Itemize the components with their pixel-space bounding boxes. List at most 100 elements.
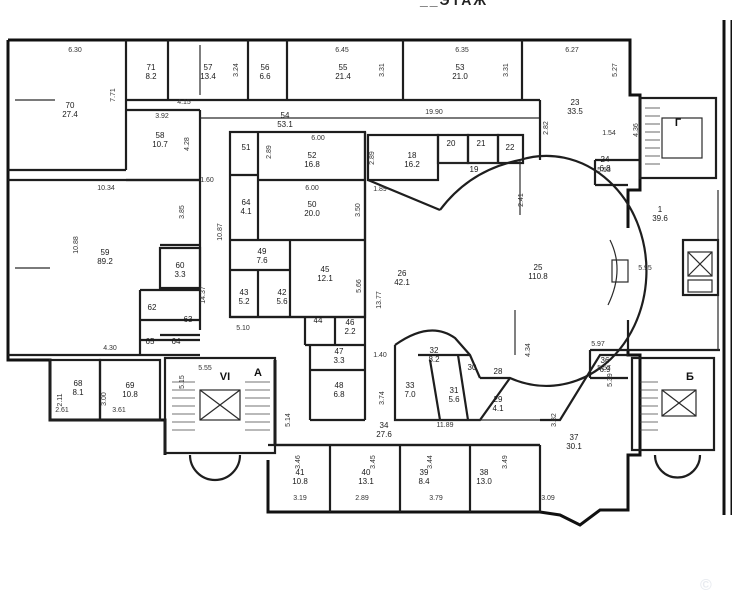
room-area: 42.1 — [394, 278, 410, 287]
room-number: 37 — [570, 433, 579, 442]
room-area: 5.6 — [276, 297, 288, 306]
room-area: 7.6 — [256, 256, 268, 265]
room-area: 39.6 — [652, 214, 668, 223]
dimension-label: 5.14 — [285, 413, 292, 427]
dimension-label: 3.92 — [155, 113, 169, 120]
room-number: 32 — [430, 346, 439, 355]
dimension-label: 1.89 — [373, 186, 387, 193]
dimension-label: 1.40 — [373, 352, 387, 359]
dimension-label: 6.00 — [305, 185, 319, 192]
room-area: 110.8 — [528, 272, 548, 281]
dimension-label: 2.11 — [57, 393, 64, 406]
stair-mark-a: А — [254, 367, 262, 379]
dimension-label: 3.46 — [295, 455, 302, 469]
room-number: 31 — [450, 386, 459, 395]
room-area: 5.2 — [238, 297, 250, 306]
room-number: 26 — [398, 269, 407, 278]
room-number: 45 — [321, 265, 330, 274]
room-area: 21.0 — [452, 72, 468, 81]
dimension-label: 4.34 — [525, 343, 532, 357]
dimension-label: 3.61 — [112, 407, 126, 414]
dimension-label: 5.53 — [597, 167, 611, 174]
dimension-label: 10.88 — [73, 236, 80, 254]
room-number: 38 — [480, 468, 489, 477]
dimension-label: 2.89 — [355, 495, 369, 502]
dimension-label: 6.45 — [335, 47, 349, 54]
dimension-label: 3.74 — [379, 391, 386, 405]
room-number: 30 — [468, 363, 477, 372]
room-area: 5.6 — [448, 395, 460, 404]
room-number: 22 — [506, 143, 515, 152]
room-number: 40 — [362, 468, 371, 477]
room-number: 54 — [281, 111, 290, 120]
room-area: 53.1 — [277, 120, 293, 129]
dimension-label: 3.85 — [179, 205, 186, 219]
room-area: 20.0 — [304, 209, 320, 218]
rotunda — [367, 154, 648, 387]
room-number: 70 — [66, 101, 75, 110]
room-number: 51 — [242, 143, 251, 152]
dimension-label: 11.89 — [437, 422, 454, 429]
dimension-label: 4.28 — [184, 137, 191, 151]
dimension-label: 3.19 — [293, 495, 307, 502]
dimension-label: 6.00 — [311, 135, 325, 142]
room-area: 6.8 — [333, 390, 345, 399]
room-number: 46 — [346, 318, 355, 327]
dimension-label: 6.35 — [455, 47, 469, 54]
dimension-label: 3.79 — [429, 495, 443, 502]
room-number: 34 — [380, 421, 389, 430]
room-number: 1 — [658, 205, 663, 214]
room-number: 20 — [447, 139, 456, 148]
room-number: 28 — [494, 367, 503, 376]
room-number: 36 — [601, 356, 610, 365]
room-number: 33 — [406, 381, 415, 390]
watermark: © — [700, 577, 712, 594]
dimension-label: 4.36 — [633, 123, 640, 137]
dimension-label: 3.31 — [379, 63, 386, 77]
dimension-label: 4.30 — [103, 345, 117, 352]
room-area: 33.5 — [567, 107, 583, 116]
room-number: 44 — [314, 316, 323, 325]
room-number: 64 — [172, 337, 181, 346]
dimension-label: 7.71 — [110, 88, 117, 102]
room-number: 19 — [470, 165, 479, 174]
room-number: 68 — [74, 379, 83, 388]
room-number: 62 — [148, 303, 157, 312]
room-number: 65 — [146, 337, 155, 346]
room-area: 13.0 — [476, 477, 492, 486]
small-rooms-top — [366, 133, 525, 182]
dimension-label: 3.00 — [101, 392, 108, 406]
room-area: 21.4 — [335, 72, 351, 81]
window-marks — [15, 45, 201, 269]
dimension-label: 5.57 — [597, 365, 611, 372]
floor-title: __ЭТАЖ — [419, 0, 488, 8]
room-number: 58 — [156, 131, 165, 140]
room-area: 30.1 — [566, 442, 582, 451]
room-number: 39 — [420, 468, 429, 477]
room-area: 8.2 — [428, 355, 440, 364]
room-number: 24 — [601, 155, 610, 164]
left-rooms — [8, 178, 202, 357]
dimension-label: 3.24 — [233, 63, 240, 77]
room-area: 7.0 — [404, 390, 416, 399]
room-number: 25 — [534, 263, 543, 272]
room-number: 21 — [477, 139, 486, 148]
dimension-label: 5.15 — [179, 375, 186, 389]
room-number: 63 — [184, 315, 193, 324]
dimension-label: 5.66 — [356, 279, 363, 293]
dimension-label: 5.55 — [198, 365, 212, 372]
dimension-label: 3.31 — [503, 63, 510, 77]
dimension-label: 6.27 — [565, 47, 579, 54]
stair-mark-b: Б — [686, 371, 694, 383]
dimension-label: 3.09 — [541, 495, 555, 502]
dimension-label: 10.87 — [217, 223, 224, 241]
room-number: 47 — [335, 347, 344, 356]
room-area: 4.1 — [240, 207, 252, 216]
dimension-label: 4.15 — [177, 99, 191, 106]
room-area: 3.3 — [174, 270, 186, 279]
room-area: 27.4 — [62, 110, 78, 119]
room-number: 49 — [258, 247, 267, 256]
dimension-label: 3.44 — [427, 455, 434, 469]
dimension-label: 2.89 — [266, 145, 273, 159]
